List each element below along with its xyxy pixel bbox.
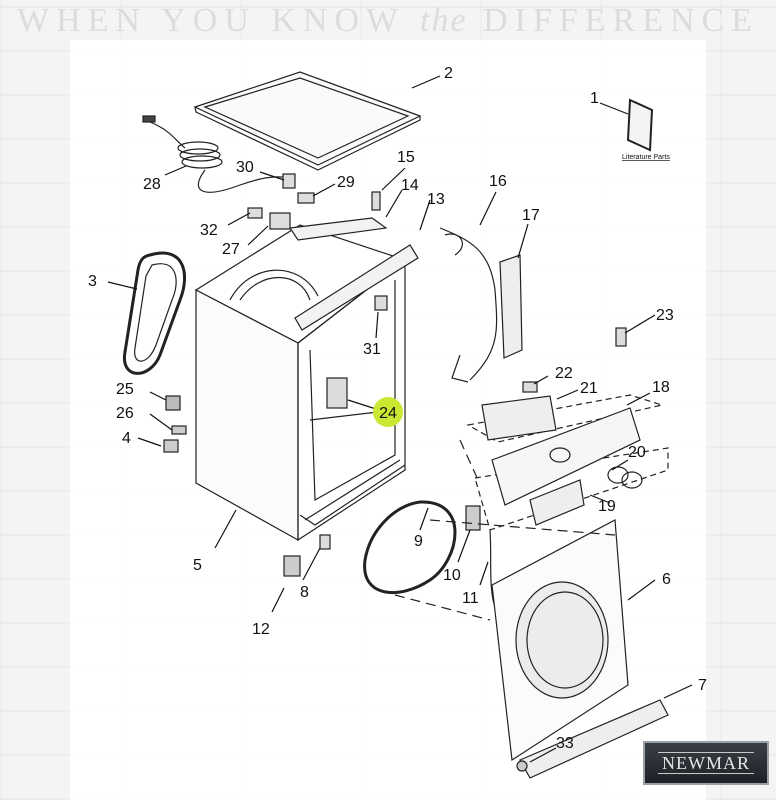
literature-book-icon [626,98,654,152]
slogan-em: the [420,2,468,39]
part-label-12[interactable]: 12 [252,621,270,638]
part-label-24[interactable]: 24 [379,405,397,422]
part-label-31[interactable]: 31 [363,341,381,358]
part-label-33[interactable]: 33 [556,735,574,752]
slogan-post: DIFFERENCE [483,2,759,39]
highlight-circle [373,397,403,427]
part-label-27[interactable]: 27 [222,241,240,258]
slogan-header: WHEN YOU KNOW the DIFFERENCE [0,2,776,40]
part-label-21[interactable]: 21 [580,380,598,397]
part-31-shape [374,295,388,311]
top-rail-part [294,244,419,331]
door-lock-part [465,505,481,531]
part-29-shape [297,192,315,204]
part-label-3[interactable]: 3 [88,273,97,290]
part-22-shape [522,381,538,393]
part-label-29[interactable]: 29 [337,174,355,191]
console-part [491,407,641,506]
part-label-32[interactable]: 32 [200,222,218,239]
part-8-shape [319,534,331,550]
part-label-8[interactable]: 8 [300,584,309,601]
part-label-30[interactable]: 30 [236,159,254,176]
part-label-19[interactable]: 19 [598,498,616,515]
part-label-16[interactable]: 16 [489,173,507,190]
part-label-7[interactable]: 7 [698,677,707,694]
part-26-shape [171,425,187,435]
front-panel-part [491,519,629,762]
part-label-1[interactable]: 1 [590,90,599,107]
foot-part [283,555,301,577]
part-label-2[interactable]: 2 [444,65,453,82]
part-label-22[interactable]: 22 [555,365,573,382]
bracket-part [499,254,523,359]
part-27-shape [269,212,291,230]
kick-plate-part [519,699,669,779]
part-label-18[interactable]: 18 [652,379,670,396]
door-seal-part [363,500,457,594]
top-lid-part [193,71,422,171]
control-board-part [481,395,557,441]
part-label-23[interactable]: 23 [656,307,674,324]
part-label-4[interactable]: 4 [122,430,131,447]
gasket-part [122,251,187,375]
part-label-14[interactable]: 14 [401,177,419,194]
literature-parts-label[interactable]: Literature Parts [622,154,670,161]
part-label-13[interactable]: 13 [427,191,445,208]
part-label-9[interactable]: 9 [414,533,423,550]
part-label-15[interactable]: 15 [397,149,415,166]
part-label-28[interactable]: 28 [143,176,161,193]
part-23-shape [615,327,627,347]
part-4-shape [163,439,179,453]
part-label-10[interactable]: 10 [443,567,461,584]
part-label-17[interactable]: 17 [522,207,540,224]
part-32-shape [247,207,263,219]
knob-part [607,466,629,484]
part-label-20[interactable]: 20 [628,444,646,461]
wiring-harness-part [439,227,498,381]
part-label-25[interactable]: 25 [116,381,134,398]
part-label-26[interactable]: 26 [116,405,134,422]
logo-text: NEWMAR [658,752,754,774]
part-15-shape [371,191,381,211]
slogan-pre: WHEN YOU KNOW [17,2,405,39]
part-25-shape [165,395,181,411]
part-label-6[interactable]: 6 [662,571,671,588]
newmar-logo: NEWMAR [643,741,769,785]
part-label-5[interactable]: 5 [193,557,202,574]
dispenser-drawer-part [529,479,585,526]
top-bracket-part [288,217,388,241]
part-label-11[interactable]: 11 [462,590,479,607]
part-30-shape [282,173,296,189]
